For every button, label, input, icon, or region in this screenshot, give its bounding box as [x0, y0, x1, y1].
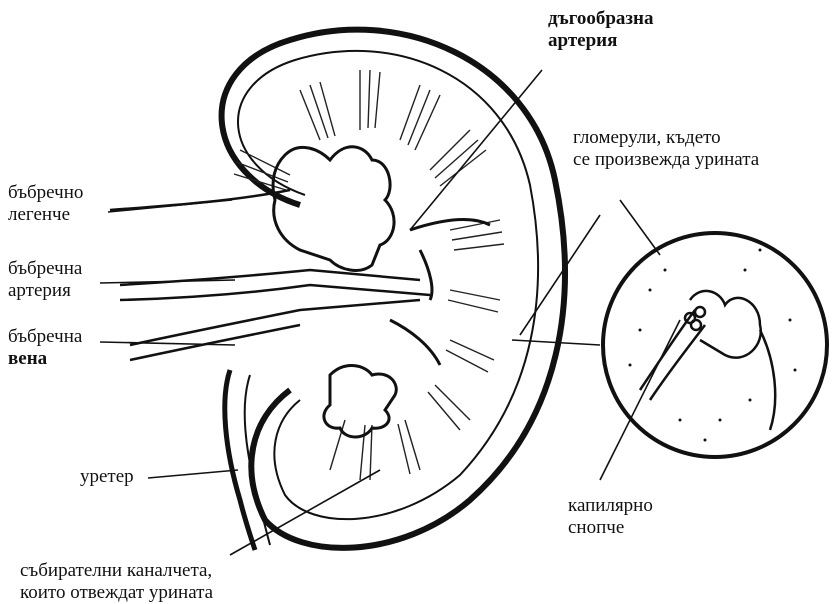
label-renal-pelvis-line2: легенче: [8, 204, 83, 226]
label-capillary-bundle: капилярно снопче: [568, 495, 653, 539]
lower-calyx: [324, 366, 396, 437]
label-renal-artery: бъбречна артерия: [8, 258, 82, 302]
label-arcuate-artery-line1: дъгообразна: [548, 8, 654, 30]
hilum-vessels: [110, 190, 430, 360]
capillary-dots: [629, 249, 797, 442]
label-collecting-ducts-line1: събирателни каналчета,: [20, 560, 213, 582]
cortex-boundary: [238, 51, 538, 519]
label-arcuate-artery-line2: артерия: [548, 30, 654, 52]
label-capillary-bundle-line2: снопче: [568, 517, 653, 539]
label-renal-artery-line2: артерия: [8, 280, 82, 302]
magnified-glomerulus-circle: [603, 233, 827, 457]
label-renal-pelvis: бъбречно легенче: [8, 182, 83, 226]
label-ureter: уретер: [80, 466, 134, 488]
label-glomeruli-line2: се произвежда урината: [573, 149, 759, 171]
label-renal-pelvis-line1: бъбречно: [8, 182, 83, 204]
label-renal-artery-line1: бъбречна: [8, 258, 82, 280]
renal-pelvis: [273, 147, 394, 271]
label-renal-vein: бъбречна вена: [8, 326, 82, 370]
label-glomeruli: гломерули, където се произвежда урината: [573, 127, 759, 171]
label-collecting-ducts: събирателни каналчета, които отвеждат ур…: [20, 560, 213, 604]
label-capillary-bundle-line1: капилярно: [568, 495, 653, 517]
label-renal-vein-line1: бъбречна: [8, 326, 82, 348]
label-collecting-ducts-line2: които отвеждат урината: [20, 582, 213, 604]
glomerulus-detail: [640, 291, 775, 430]
label-glomeruli-line1: гломерули, където: [573, 127, 759, 149]
label-arcuate-artery: дъгообразна артерия: [548, 8, 654, 52]
label-renal-vein-line2: вена: [8, 348, 82, 370]
